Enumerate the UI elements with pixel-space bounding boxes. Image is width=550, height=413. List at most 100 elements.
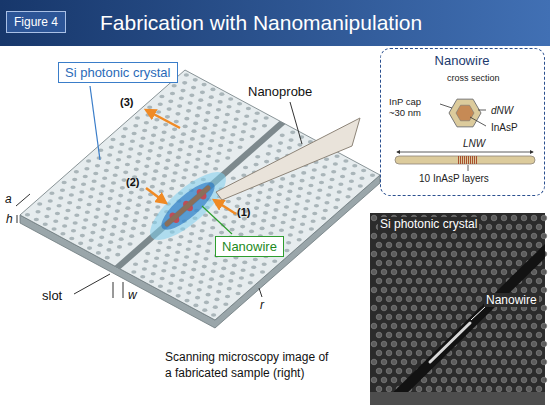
sem-hole <box>376 260 382 266</box>
sem-hole <box>506 224 512 230</box>
lattice-hole <box>180 89 185 93</box>
sem-hole <box>386 314 392 320</box>
sem-hole <box>456 386 462 392</box>
lattice-hole <box>186 153 191 157</box>
lattice-hole <box>177 286 182 290</box>
lattice-hole <box>221 128 226 132</box>
title-bar <box>0 0 550 46</box>
sem-hole <box>416 386 422 392</box>
lattice-hole <box>95 208 100 212</box>
lattice-hole <box>86 203 91 207</box>
lattice-hole <box>255 111 260 115</box>
lattice-hole <box>266 196 271 200</box>
lattice-hole <box>275 200 280 204</box>
sem-hole <box>471 377 477 383</box>
lattice-hole <box>210 88 215 92</box>
lattice-hole <box>157 241 162 245</box>
lattice-hole <box>300 222 305 226</box>
sem-hole <box>451 269 457 275</box>
lattice-hole <box>216 108 221 112</box>
sem-hole <box>456 314 462 320</box>
lattice-hole <box>60 188 65 192</box>
lattice-hole <box>179 279 184 283</box>
sem-hole <box>461 305 467 311</box>
lattice-hole <box>228 279 233 283</box>
lattice-hole <box>237 102 242 106</box>
lattice-hole <box>205 249 210 253</box>
sem-hole <box>371 251 377 257</box>
sem-hole <box>386 332 392 338</box>
callout-number: (1) <box>237 206 250 218</box>
sem-hole <box>531 323 537 329</box>
lattice-hole <box>213 305 218 309</box>
sem-hole <box>391 359 397 365</box>
lattice-hole <box>94 215 99 219</box>
lattice-hole <box>298 187 303 191</box>
lattice-hole <box>168 238 173 242</box>
sem-hole <box>376 278 382 284</box>
lattice-hole <box>120 186 125 190</box>
sem-hole <box>401 251 407 257</box>
lattice-hole <box>220 136 225 140</box>
lattice-hole <box>83 175 88 179</box>
lattice-hole <box>96 251 101 255</box>
lattice-hole <box>100 184 105 188</box>
sem-hole <box>426 296 432 302</box>
sem-hole <box>416 260 422 266</box>
lattice-hole <box>154 118 159 122</box>
lattice-hole <box>58 196 63 200</box>
lattice-hole <box>280 134 285 138</box>
sem-hole <box>371 323 377 329</box>
lattice-hole <box>232 264 237 268</box>
lattice-hole <box>331 170 336 174</box>
sem-hole <box>531 359 537 365</box>
part-label: 10 InAsP layers <box>419 173 489 184</box>
lattice-hole <box>189 276 194 280</box>
sem-hole <box>541 233 547 239</box>
lattice-hole <box>35 210 40 214</box>
lattice-hole <box>105 256 110 260</box>
lattice-hole <box>192 173 197 177</box>
lattice-hole <box>252 214 257 218</box>
sem-hole <box>481 323 487 329</box>
lattice-hole <box>308 184 313 188</box>
sem-hole <box>486 332 492 338</box>
sem-hole <box>461 377 467 383</box>
sem-hole <box>436 368 442 374</box>
lattice-hole <box>310 176 315 180</box>
sem-hole <box>401 233 407 239</box>
lattice-hole <box>209 277 214 281</box>
sem-hole <box>471 287 477 293</box>
lattice-hole <box>359 176 364 180</box>
lattice-hole <box>198 237 203 241</box>
lattice-hole <box>358 184 363 188</box>
lattice-hole <box>134 211 139 215</box>
lattice-hole <box>277 193 282 197</box>
sem-hole <box>491 359 497 365</box>
lattice-hole <box>242 122 247 126</box>
sem-hole <box>471 269 477 275</box>
sem-hole <box>381 305 387 311</box>
lattice-hole <box>181 132 186 136</box>
lattice-hole <box>81 226 86 230</box>
lattice-hole <box>278 141 283 145</box>
sem-hole <box>451 287 457 293</box>
slab-top <box>20 70 380 320</box>
sem-hole <box>506 314 512 320</box>
sem-hole <box>501 377 507 383</box>
lattice-hole <box>117 245 122 249</box>
sem-hole <box>446 314 452 320</box>
leader-line <box>440 104 452 108</box>
lattice-hole <box>134 168 139 172</box>
sem-hole <box>506 242 512 248</box>
sem-hole <box>471 251 477 257</box>
nanowire-side-view <box>395 156 535 164</box>
sem-hole <box>491 341 497 347</box>
lattice-hole <box>111 225 116 229</box>
lattice-hole <box>155 205 160 209</box>
lattice-hole <box>231 176 236 180</box>
sem-hole <box>491 233 497 239</box>
sem-hole <box>511 233 517 239</box>
hole-lattice <box>25 73 375 316</box>
lattice-hole <box>253 119 258 123</box>
